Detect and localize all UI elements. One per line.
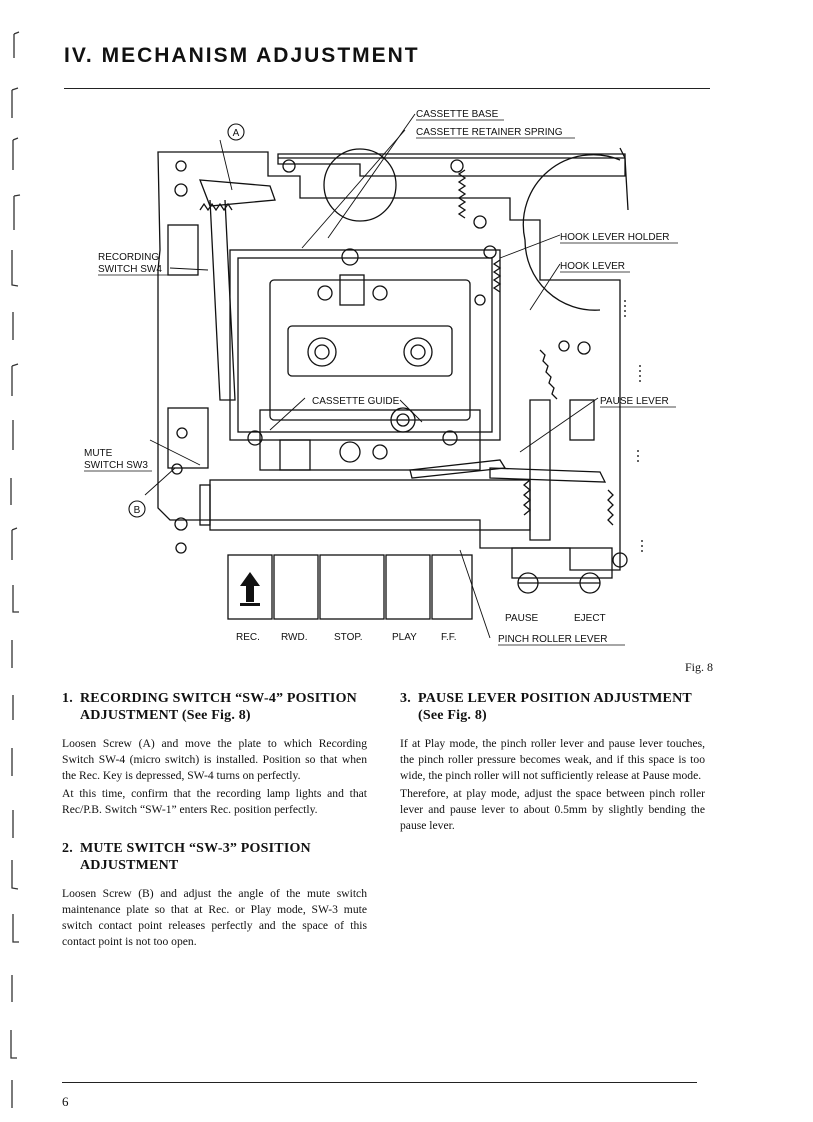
- rec-arrow-icon: [240, 572, 260, 602]
- label-mute-switch-2: SWITCH SW3: [84, 460, 148, 471]
- section-1-title-line1: RECORDING SWITCH “SW-4” POSITION: [80, 691, 357, 706]
- section-3-title-line2: (See Fig. 8): [418, 708, 487, 723]
- label-cassette-guide: CASSETTE GUIDE: [312, 396, 400, 407]
- label-pause-lever: PAUSE LEVER: [600, 396, 669, 407]
- label-cassette-base: CASSETTE BASE: [416, 109, 499, 120]
- key-play: [385, 554, 431, 620]
- hook-lever-holder: [522, 154, 621, 311]
- section-3-number: 3.: [400, 691, 411, 706]
- cassette-base-plate: [277, 153, 626, 177]
- pause-lever-bar: [409, 459, 507, 479]
- key-stop: [319, 554, 385, 620]
- screw-a-label: A: [233, 128, 240, 139]
- section-2-title-line2: ADJUSTMENT: [80, 858, 179, 873]
- label-pause: PAUSE: [505, 613, 538, 624]
- section-2-paragraph: Loosen Screw (B) and adjust the angle of…: [62, 887, 367, 948]
- cassette-shell: [269, 279, 471, 421]
- page-number: 6: [62, 1094, 69, 1109]
- label-mute-switch-1: MUTE: [84, 448, 113, 459]
- section-1-number: 1.: [62, 691, 73, 706]
- mechanism-drawing: A B CASSETTE BASE CASSETTE RETAINER SPRI…: [84, 109, 678, 646]
- label-key-stop: STOP.: [334, 632, 363, 643]
- label-key-play: PLAY: [392, 632, 417, 643]
- section-3-paragraph: Therefore, at play mode, adjust the spac…: [400, 787, 705, 832]
- section-1-paragraph: At this time, confirm that the recording…: [62, 787, 367, 816]
- page-title: IV. MECHANISM ADJUSTMENT: [64, 44, 420, 67]
- section-3-paragraph: If at Play mode, the pinch roller lever …: [400, 737, 705, 782]
- mechanism-diagram: A B CASSETTE BASE CASSETTE RETAINER SPRI…: [60, 100, 740, 655]
- figure-caption: Fig. 8: [684, 660, 713, 674]
- section-3-title: 3. PAUSE LEVER POSITION ADJUSTMENT (See F…: [400, 690, 705, 724]
- section-2-number: 2.: [62, 841, 73, 856]
- key-rwd: [273, 554, 319, 620]
- label-recording-switch-1: RECORDING: [98, 252, 159, 263]
- label-recording-switch-2: SWITCH SW4: [98, 264, 162, 275]
- section-pause-lever: 3. PAUSE LEVER POSITION ADJUSTMENT (See F…: [400, 690, 705, 834]
- key-assembly: [209, 479, 531, 531]
- header-rule: [64, 88, 710, 89]
- section-2-title-line1: MUTE SWITCH “SW-3” POSITION: [80, 841, 311, 856]
- label-hook-lever-holder: HOOK LEVER HOLDER: [560, 232, 669, 243]
- section-recording-switch: 1. RECORDING SWITCH “SW-4” POSITION ADJUS…: [62, 690, 367, 818]
- section-1-title-line2: ADJUSTMENT (See Fig. 8): [80, 708, 251, 723]
- chassis-plate: [157, 151, 621, 571]
- section-mute-switch: 2. MUTE SWITCH “SW-3” POSITION ADJUSTMENT…: [62, 840, 367, 950]
- label-cassette-retainer-spring: CASSETTE RETAINER SPRING: [416, 127, 563, 138]
- section-3-title-line1: PAUSE LEVER POSITION ADJUSTMENT: [418, 691, 692, 706]
- section-1-title: 1. RECORDING SWITCH “SW-4” POSITION ADJUS…: [62, 690, 367, 724]
- screw-b-label: B: [134, 505, 141, 516]
- label-key-rec: REC.: [236, 632, 260, 643]
- label-pinch-roller-lever: PINCH ROLLER LEVER: [498, 634, 607, 645]
- binding-edge-marks: [10, 31, 21, 1108]
- label-key-ff: F.F.: [441, 632, 457, 643]
- left-column: 1. RECORDING SWITCH “SW-4” POSITION ADJUS…: [62, 690, 367, 970]
- section-1-paragraph: Loosen Screw (A) and move the plate to w…: [62, 737, 367, 782]
- reel-disc: [323, 148, 397, 222]
- label-hook-lever: HOOK LEVER: [560, 261, 625, 272]
- label-key-rwd: RWD.: [281, 632, 307, 643]
- right-column: 3. PAUSE LEVER POSITION ADJUSTMENT (See F…: [400, 690, 705, 854]
- section-2-title: 2. MUTE SWITCH “SW-3” POSITION ADJUSTMENT: [62, 840, 367, 874]
- footer-rule: [62, 1082, 697, 1083]
- label-eject: EJECT: [574, 613, 606, 624]
- key-ff: [431, 554, 473, 620]
